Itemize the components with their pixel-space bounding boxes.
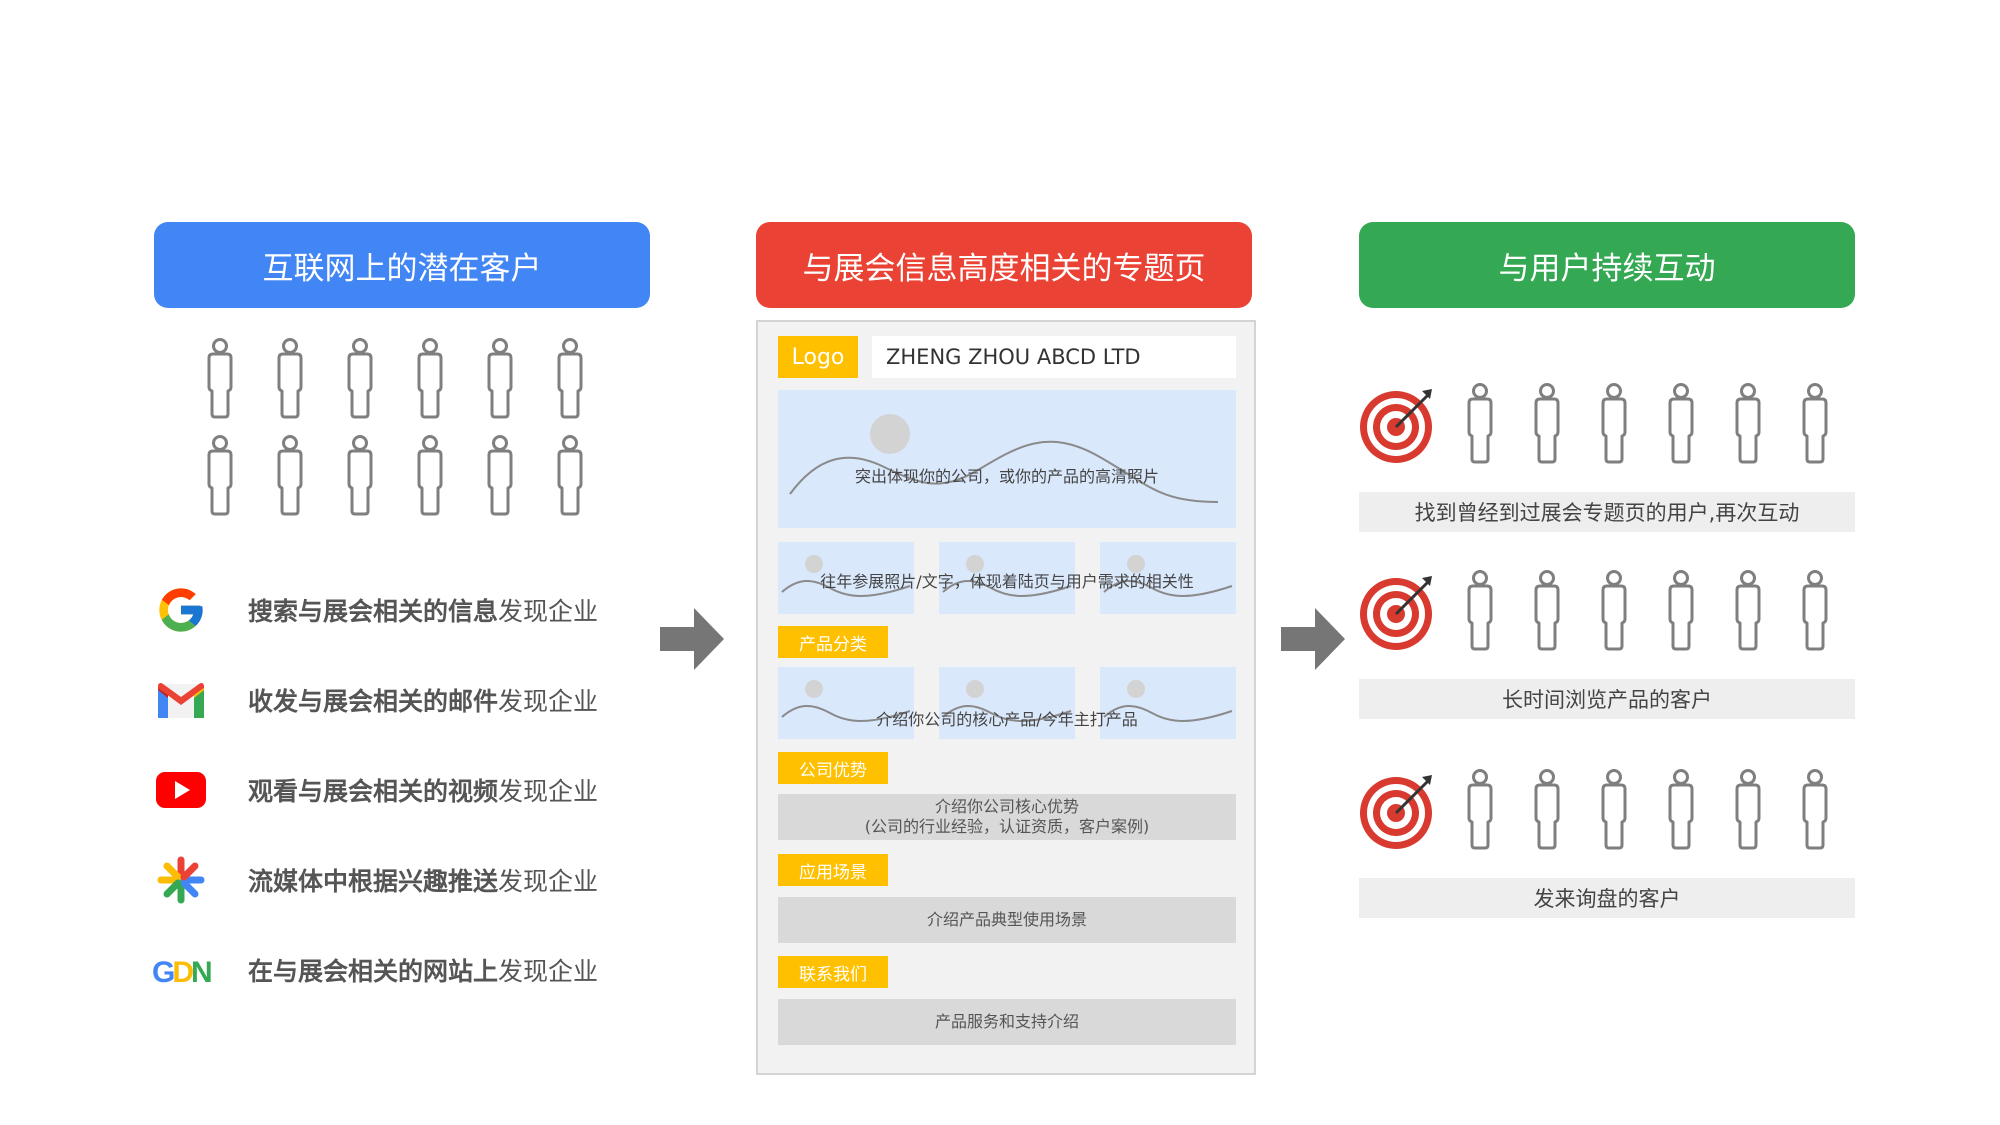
source-text-gdn: 在与展会相关的网站上发现企业 <box>248 957 599 986</box>
person-icon <box>1795 769 1862 851</box>
person-icon <box>1527 769 1594 851</box>
person-icon <box>550 435 620 532</box>
source-row-discover: 流媒体中根据兴趣推送发现企业 <box>150 850 598 910</box>
header-potential-customers: 互联网上的潜在客户 <box>154 222 650 308</box>
person-icon <box>1594 570 1661 652</box>
header-topic-page: 与展会信息高度相关的专题页 <box>756 222 1252 308</box>
retarget-people <box>1460 769 1862 851</box>
person-icon <box>480 338 550 435</box>
person-icon <box>1795 383 1862 465</box>
source-text-search: 搜索与展会相关的信息发现企业 <box>248 597 599 626</box>
tag-contact: 联系我们 <box>778 956 888 988</box>
source-text-gmail: 收发与展会相关的邮件发现企业 <box>248 687 599 716</box>
person-icon <box>410 435 480 532</box>
person-icon <box>270 338 340 435</box>
source-row-youtube: 观看与展会相关的视频发现企业 <box>150 760 598 820</box>
person-icon <box>1527 570 1594 652</box>
person-icon <box>1661 570 1728 652</box>
person-icon <box>270 435 340 532</box>
person-icon <box>1661 769 1728 851</box>
youtube-icon <box>150 760 212 820</box>
landscape-image-icon <box>789 414 1219 503</box>
target-icon <box>1358 771 1438 855</box>
person-icon <box>1795 570 1862 652</box>
scenario-block: 介绍产品典型使用场景 <box>778 897 1236 943</box>
tag-scenario: 应用场景 <box>778 854 888 886</box>
person-icon <box>200 435 270 532</box>
tag-advantage: 公司优势 <box>778 752 888 784</box>
hero-text: 突出体现你的公司，或你的产品的高清照片 <box>854 467 1159 486</box>
person-icon <box>340 338 410 435</box>
company-name: ZHENG ZHOU ABCD LTD <box>872 336 1236 378</box>
retarget-caption-2: 长时间浏览产品的客户 <box>1359 679 1855 719</box>
product-thumb-2 <box>939 667 1075 739</box>
discover-icon <box>150 850 212 910</box>
source-text-discover: 流媒体中根据兴趣推送发现企业 <box>248 867 599 896</box>
person-icon <box>1460 769 1527 851</box>
person-icon <box>550 338 620 435</box>
advantage-line-1: 介绍你公司核心优势 <box>934 797 1079 816</box>
arrow-right-icon <box>1281 608 1345 670</box>
retarget-caption-3: 发来询盘的客户 <box>1359 878 1855 918</box>
advantage-block: 介绍你公司核心优势 (公司的行业经验，认证资质，客户案例) <box>778 794 1236 840</box>
gallery-thumb-1 <box>778 542 914 614</box>
gallery-text: 往年参展照片/文字，体现着陆页与用户需求的相关性 <box>820 572 1194 591</box>
source-row-gmail: 收发与展会相关的邮件发现企业 <box>150 670 598 730</box>
source-text-youtube: 观看与展会相关的视频发现企业 <box>248 777 599 806</box>
contact-block: 产品服务和支持介绍 <box>778 999 1236 1045</box>
source-row-search: 搜索与展会相关的信息发现企业 <box>150 580 598 640</box>
svg-text:GDN: GDN <box>152 956 211 989</box>
advantage-line-2: (公司的行业经验，认证资质，客户案例) <box>864 817 1150 836</box>
target-icon <box>1358 572 1438 656</box>
person-icon <box>340 435 410 532</box>
hero-image-placeholder <box>778 390 1236 528</box>
gallery-thumb-3 <box>1100 542 1236 614</box>
person-icon <box>480 435 550 532</box>
tag-products: 产品分类 <box>778 626 888 658</box>
person-icon <box>200 338 270 435</box>
potential-customer-people <box>200 338 620 532</box>
person-icon <box>1460 570 1527 652</box>
google-icon <box>150 580 212 640</box>
products-text: 介绍你公司的核心产品/今年主打产品 <box>876 710 1138 729</box>
retarget-people <box>1460 570 1862 652</box>
header-continuous-interaction: 与用户持续互动 <box>1359 222 1855 308</box>
person-icon <box>1728 570 1795 652</box>
person-icon <box>410 338 480 435</box>
person-icon <box>1728 383 1795 465</box>
person-icon <box>1661 383 1728 465</box>
person-icon <box>1594 383 1661 465</box>
arrow-right-icon <box>660 608 724 670</box>
person-icon <box>1527 383 1594 465</box>
logo-placeholder: Logo <box>778 336 858 378</box>
gallery-thumb-2 <box>939 542 1075 614</box>
gmail-icon <box>150 670 212 730</box>
product-thumb-1 <box>778 667 914 739</box>
person-icon <box>1460 383 1527 465</box>
retarget-caption-1: 找到曾经到过展会专题页的用户,再次互动 <box>1359 492 1855 532</box>
source-row-gdn: GDN 在与展会相关的网站上发现企业 <box>150 940 598 1000</box>
landing-page-mockup: Logo ZHENG ZHOU ABCD LTD 突出体现你的公司，或你的产品的… <box>756 320 1256 1075</box>
gdn-icon: GDN <box>150 940 212 1000</box>
person-icon <box>1728 769 1795 851</box>
target-icon <box>1358 385 1438 469</box>
person-icon <box>1594 769 1661 851</box>
product-thumb-3 <box>1100 667 1236 739</box>
retarget-people <box>1460 383 1862 465</box>
